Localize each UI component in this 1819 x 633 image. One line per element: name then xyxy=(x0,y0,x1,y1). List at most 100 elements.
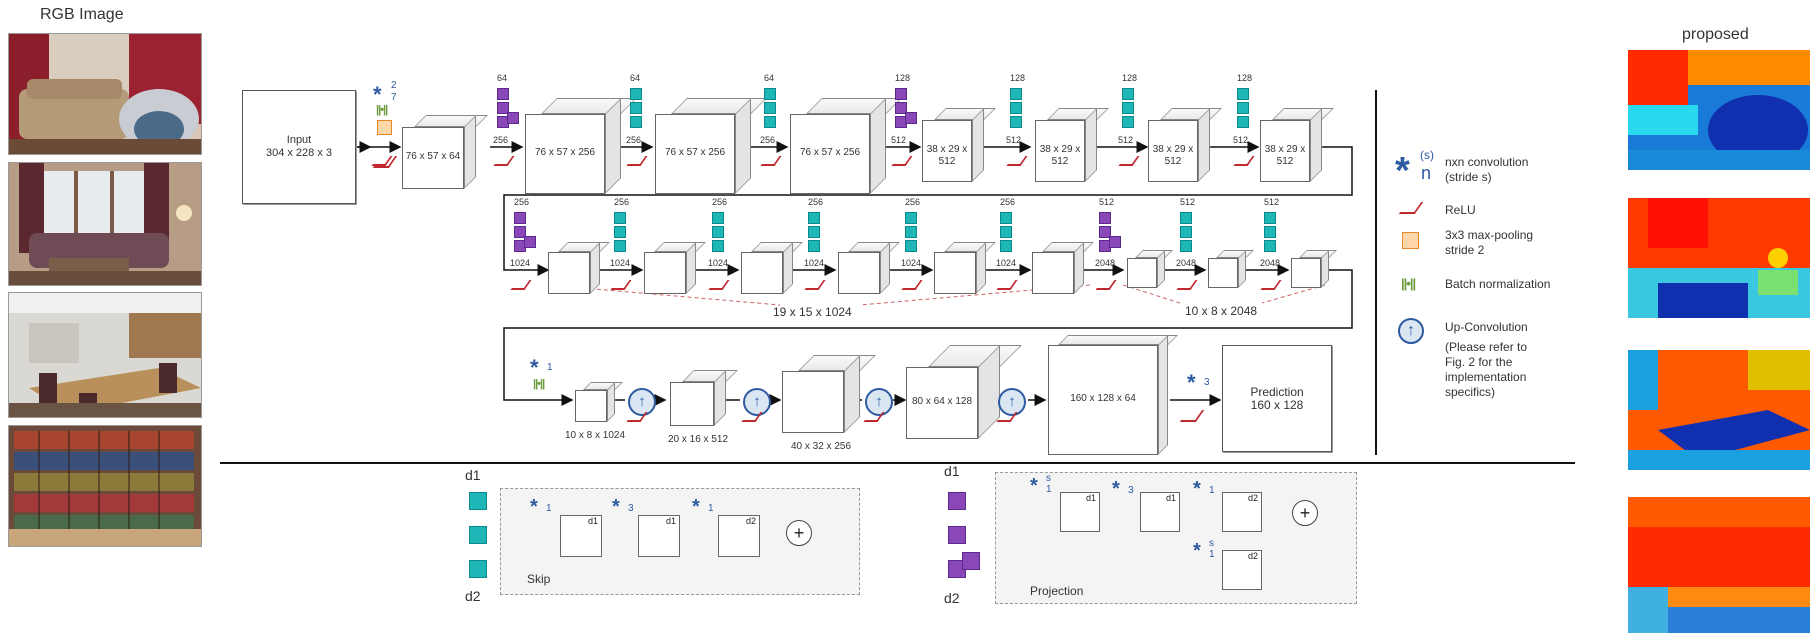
skip-k3: 3 xyxy=(628,503,634,514)
legend-relu-text: ReLU xyxy=(1445,203,1476,218)
row2-resblock-icon-2 xyxy=(612,212,634,254)
row1-block-3-label: 76 x 57 x 256 xyxy=(655,147,735,159)
row2-top-num-8: 512 xyxy=(1180,197,1195,207)
row1-block-6-label: 38 x 29 x 512 xyxy=(1035,144,1085,168)
row1-block-3: 76 x 57 x 256 xyxy=(655,98,751,194)
row3-block-4-label: 80 x 64 x 128 xyxy=(906,396,978,408)
row2-resblock-icon-5 xyxy=(903,212,925,254)
legend-conv-sub: n xyxy=(1421,163,1431,184)
skip-k1: 1 xyxy=(546,503,552,514)
row1-resblock-icon-4 xyxy=(893,88,915,130)
skip-d2-label: d2 xyxy=(465,588,481,604)
row2-top-num-2: 256 xyxy=(614,197,629,207)
row2-block-6 xyxy=(1032,242,1084,294)
row3-block-2-label: 20 x 16 x 512 xyxy=(650,434,746,446)
row1-block-6: 38 x 29 x 512 xyxy=(1035,108,1097,182)
skip-d1-label: d1 xyxy=(465,467,481,483)
row2-group-label-b: 10 x 8 x 2048 xyxy=(1185,304,1257,318)
row1-resblock-icon-7 xyxy=(1235,88,1257,130)
row1-bottom-num-3: 256 xyxy=(760,135,775,145)
row3-block-3-label: 40 x 32 x 256 xyxy=(762,441,880,453)
proj-block-1: d1 xyxy=(1060,492,1100,532)
row2-resblock-icon-4 xyxy=(806,212,828,254)
input-block: Input 304 x 228 x 3 xyxy=(242,90,356,204)
batch-norm-icon: ||•|| xyxy=(376,104,392,116)
legend-conv-icon: * xyxy=(1395,152,1410,190)
row2-resblock-icon-7 xyxy=(1097,212,1119,254)
proj-s1: s xyxy=(1046,473,1051,484)
prediction-block: Prediction 160 x 128 xyxy=(1222,345,1332,452)
row1-block-4-label: 76 x 57 x 256 xyxy=(790,147,870,159)
row2-block-2 xyxy=(644,242,696,294)
proj-d1-label: d1 xyxy=(944,463,960,479)
proj-k1b: 1 xyxy=(1209,485,1215,496)
row2-bottom-num-6: 1024 xyxy=(996,258,1016,268)
row2-bottom-num-8: 2048 xyxy=(1176,258,1196,268)
row3-block-2: 20 x 16 x 512 xyxy=(670,370,726,426)
skip-conv1-icon: * xyxy=(530,496,538,519)
max-pool-icon xyxy=(377,120,392,135)
row2-bottom-num-5: 1024 xyxy=(901,258,921,268)
row2-group-label-a: 19 x 15 x 1024 xyxy=(773,305,852,319)
row2-bottom-num-1: 1024 xyxy=(510,258,530,268)
row2-top-num-4: 256 xyxy=(808,197,823,207)
proj-d2-label: d2 xyxy=(944,590,960,606)
row1-bottom-num-6: 512 xyxy=(1118,135,1133,145)
row1-top-num-7: 128 xyxy=(1237,73,1252,83)
row1-block-7-label: 38 x 29 x 512 xyxy=(1148,144,1198,168)
row1-block-2-label: 76 x 57 x 256 xyxy=(525,147,605,159)
legend-upconv-icon: ↑ xyxy=(1398,318,1424,344)
row1-resblock-icon-6 xyxy=(1120,88,1142,130)
proj-conv1c-icon: * xyxy=(1193,540,1201,563)
row1-top-num-1: 64 xyxy=(497,73,507,83)
skip-block-2: d1 xyxy=(638,515,680,557)
conv-size-label: 7 xyxy=(391,92,397,103)
row1-bottom-num-5: 512 xyxy=(1006,135,1021,145)
row1-bottom-num-7: 512 xyxy=(1233,135,1248,145)
row1-resblock-icon-3 xyxy=(762,88,784,130)
row3-block-5-label: 160 x 128 x 64 xyxy=(1048,393,1158,405)
row1-top-num-6: 128 xyxy=(1122,73,1137,83)
proj-s2: s xyxy=(1209,538,1214,549)
row1-resblock-icon-5 xyxy=(1008,88,1030,130)
row1-bottom-num-4: 512 xyxy=(891,135,906,145)
conv-stride-label: 2 xyxy=(391,80,397,91)
proj-block-4: d2 xyxy=(1222,550,1262,590)
row1-bottom-num-2: 256 xyxy=(626,135,641,145)
row2-bottom-num-4: 1024 xyxy=(804,258,824,268)
row1-top-num-3: 64 xyxy=(764,73,774,83)
proj-block-3: d2 xyxy=(1222,492,1262,532)
row1-block-8-label: 38 x 29 x 512 xyxy=(1260,144,1310,168)
row1-resblock-icon-2 xyxy=(628,88,650,130)
row2-block-1 xyxy=(548,242,600,294)
proj-k1: 1 xyxy=(1046,484,1052,495)
skip-block-3: d2 xyxy=(718,515,760,557)
row2-resblock-icon-8 xyxy=(1178,212,1200,254)
legend-bn-icon: ||•|| xyxy=(1401,276,1415,291)
legend-bn-text: Batch normalization xyxy=(1445,277,1550,292)
row1-block-7: 38 x 29 x 512 xyxy=(1148,108,1210,182)
legend-conv-text: nxn convolution (stride s) xyxy=(1445,155,1528,185)
skip-add-icon: + xyxy=(786,520,812,546)
row3-block-3: 40 x 32 x 256 xyxy=(782,355,860,433)
skip-conv1b-icon: * xyxy=(692,496,700,519)
row3-block-1: 10 x 8 x 1024 xyxy=(575,382,615,422)
proj-k1c: 1 xyxy=(1209,549,1215,560)
skip-label: Skip xyxy=(527,572,550,586)
row3-block-5: 160 x 128 x 64 xyxy=(1048,335,1168,455)
skip-mini-block-icon xyxy=(469,492,487,576)
proj-conv3-icon: * xyxy=(1112,478,1120,501)
row1-block-1: 76 x 57 x 64 xyxy=(402,115,476,189)
row2-resblock-icon-1 xyxy=(512,212,534,254)
row2-bottom-num-2: 1024 xyxy=(610,258,630,268)
proj-block-2: d1 xyxy=(1140,492,1180,532)
row3-conv3-label: 3 xyxy=(1204,377,1210,388)
row2-bottom-num-3: 1024 xyxy=(708,258,728,268)
row1-block-5: 38 x 29 x 512 xyxy=(922,108,984,182)
prediction-label: Prediction 160 x 128 xyxy=(1223,386,1331,412)
skip-block-1: d1 xyxy=(560,515,602,557)
row1-block-2: 76 x 57 x 256 xyxy=(525,98,621,194)
legend-pool-text: 3x3 max-pooling stride 2 xyxy=(1445,228,1533,258)
proj-conv1-icon: * xyxy=(1030,475,1038,498)
proj-mini-block-icon xyxy=(948,492,978,576)
